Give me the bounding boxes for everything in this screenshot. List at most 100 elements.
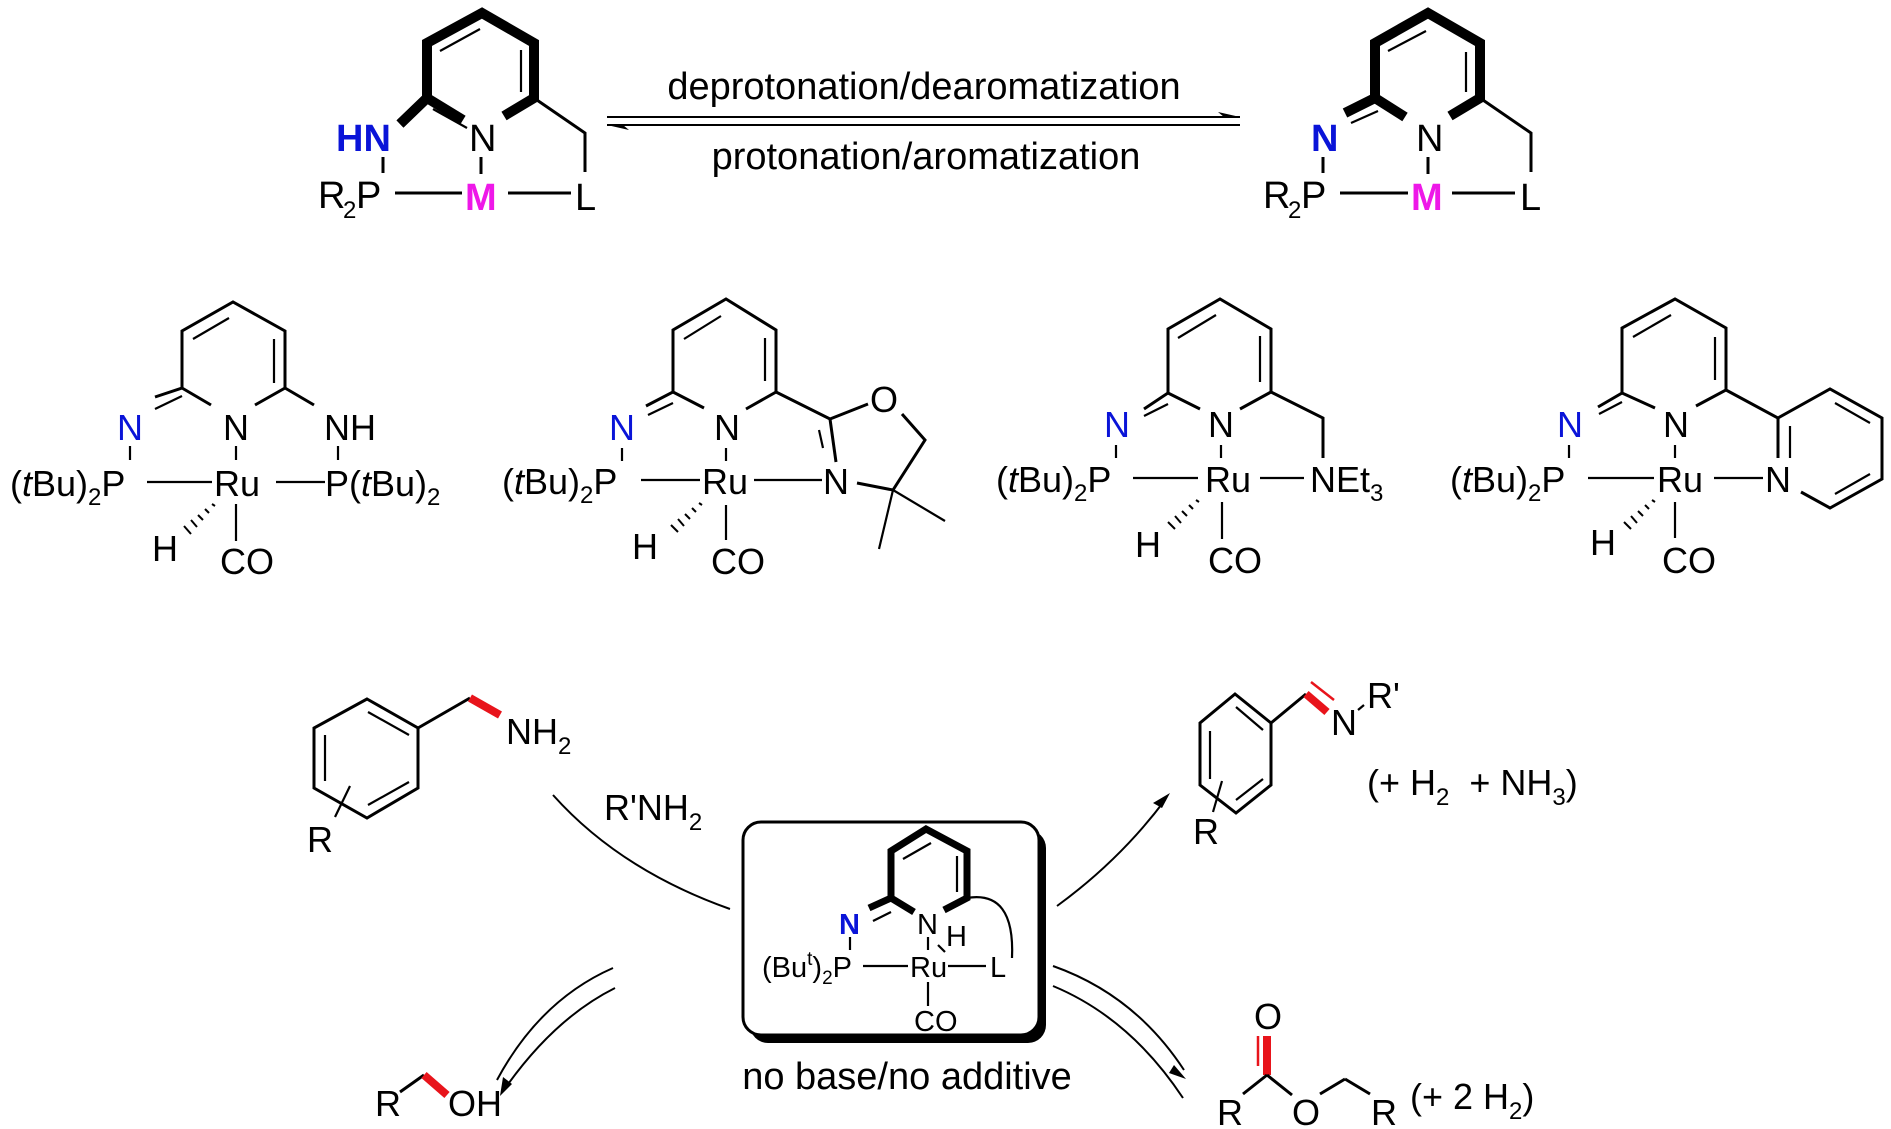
r-substituent-bond xyxy=(1211,780,1224,813)
phosphine-label: (But)2P xyxy=(762,949,852,989)
complex-4-bipyridine: N N N (tBu)2P Ru H CO xyxy=(1450,297,1884,581)
double-bond-inner xyxy=(647,402,674,416)
imine-n-label: N xyxy=(1331,702,1357,743)
c-n-bond-highlight xyxy=(468,694,502,719)
ch2-arm-bond xyxy=(1479,96,1533,172)
aromatic-pincer-structure: HN N R 2 P M L xyxy=(318,7,596,224)
ru-label: Ru xyxy=(1205,459,1251,500)
amine-label: NEt3 xyxy=(1310,459,1383,507)
ru-label: Ru xyxy=(910,952,947,984)
oxazoline-n-label: N xyxy=(823,461,849,502)
r-label: R xyxy=(375,1083,401,1124)
catalyst-to-alcohol-arrow xyxy=(496,967,614,1081)
left-phosphine-label: (tBu)2P xyxy=(502,461,617,509)
left-phosphine-label: (tBu)2P xyxy=(1450,459,1565,507)
ester-o-label: O xyxy=(1292,1092,1320,1129)
nh-label: NH xyxy=(324,407,376,448)
phosphine-r-label: R xyxy=(1263,175,1290,217)
dearomatized-pincer-structure: N N R 2 P M L xyxy=(1263,7,1541,224)
hydride-label: H xyxy=(1135,524,1161,565)
imine-double-bond-inner xyxy=(872,911,892,922)
double-bond-inner xyxy=(439,28,481,52)
carbonyl-label: CO xyxy=(914,1006,958,1038)
imine-byproducts-label: (+ H2 + NH3) xyxy=(1367,762,1578,811)
ch2-arm-bond xyxy=(533,96,587,172)
benzylamine-substrate: R NH2 xyxy=(307,694,571,860)
carbonyl-o-label: O xyxy=(1254,996,1282,1037)
phosphine-p-label: P xyxy=(1301,175,1326,217)
r-substituent-bond xyxy=(334,785,351,818)
ring-n-label: N xyxy=(917,909,938,941)
ring-bond xyxy=(1621,391,1656,410)
carbonyl-label: CO xyxy=(1208,540,1262,581)
reagent-label: R'NH2 xyxy=(604,787,702,836)
ch2-r-bond xyxy=(1344,1077,1371,1096)
pyridine-2-ring-bond xyxy=(1777,387,1884,510)
r-c-bond xyxy=(1242,1073,1268,1096)
c-n-double-bond xyxy=(828,418,838,463)
alcohol-arrowhead xyxy=(500,1077,512,1096)
methyl-bond xyxy=(877,489,895,550)
r-label: R xyxy=(307,819,333,860)
ch2-arm-bond xyxy=(1270,390,1325,458)
forward-arrowhead xyxy=(1218,112,1240,117)
catalyst-box: N N H (But)2P Ru L CO xyxy=(741,820,1046,1043)
ru-h-bond xyxy=(937,944,946,953)
phosphine-sub-label: 2 xyxy=(343,197,356,224)
nh-ring-bond xyxy=(396,94,431,128)
ring-n-label: N xyxy=(714,407,740,448)
ligand-label: L xyxy=(990,952,1006,984)
ester-arrowhead xyxy=(1169,1065,1186,1079)
nh-label: HN xyxy=(336,118,391,160)
ch-bond xyxy=(1270,692,1307,725)
hashed-wedge-bond xyxy=(670,502,703,533)
imine-n-label: N xyxy=(1557,404,1583,445)
ru-label: Ru xyxy=(1657,459,1703,500)
imine-double-bond-inner xyxy=(1350,109,1379,125)
carbonyl-label: CO xyxy=(1662,540,1716,581)
double-bond-inner xyxy=(1834,473,1871,495)
imine-product: R N R' (+ H2 + NH3) xyxy=(1193,675,1578,852)
imine-n-label: N xyxy=(609,407,635,448)
ester-product: O R O R (+ 2 H2) xyxy=(1217,996,1534,1129)
hashed-wedge-bond xyxy=(183,503,216,535)
double-bond-inner xyxy=(367,781,410,806)
phosphine-r-label: R xyxy=(318,175,345,217)
double-bond-inner xyxy=(1387,30,1427,52)
alcohol-substrate: R OH xyxy=(375,1071,502,1124)
pyridine-ring-bond xyxy=(154,300,287,407)
double-bond-inner xyxy=(683,315,722,340)
equilibrium-arrows: deprotonation/dearomatization protonatio… xyxy=(607,66,1240,178)
ring-n-label: N xyxy=(469,118,496,160)
pyridine-ring-bond xyxy=(1597,297,1728,409)
ring-bond-n xyxy=(889,895,916,915)
ru-label: Ru xyxy=(702,461,748,502)
double-bond-inner xyxy=(1235,706,1264,731)
c-n-double-bond-highlight xyxy=(1303,690,1330,716)
double-bond-inner xyxy=(1834,402,1871,424)
ring-n-label: N xyxy=(1416,118,1443,160)
double-bond-inner xyxy=(902,842,932,860)
forward-label: deprotonation/dearomatization xyxy=(667,66,1180,108)
hydride-label: H xyxy=(632,526,658,567)
double-bond-inner xyxy=(1632,314,1672,338)
oxazoline-ring-bond xyxy=(775,390,869,421)
alcohol-to-catalyst-arrow xyxy=(505,987,616,1088)
pyridine-n-label: N xyxy=(1765,459,1791,500)
ester-to-catalyst-arrow xyxy=(1052,985,1184,1099)
hydride-label: H xyxy=(152,528,178,569)
ring-bond-n xyxy=(424,93,466,125)
phosphine-p-label: P xyxy=(356,175,381,217)
right-phosphine-label: P(tBu)2 xyxy=(325,463,440,511)
ring-bond-n xyxy=(1372,93,1408,122)
benzene-ring xyxy=(312,697,420,820)
r1-label: R xyxy=(1217,1092,1243,1129)
imine-n-label: N xyxy=(1311,118,1338,160)
imine-n-label: N xyxy=(1104,404,1130,445)
amine-to-catalyst-arrow xyxy=(552,794,731,910)
carbonyl-label: CO xyxy=(220,541,274,582)
ring-bond xyxy=(1167,391,1201,411)
ring-bond xyxy=(672,390,705,410)
c-n-double-bond-inner xyxy=(817,429,825,449)
